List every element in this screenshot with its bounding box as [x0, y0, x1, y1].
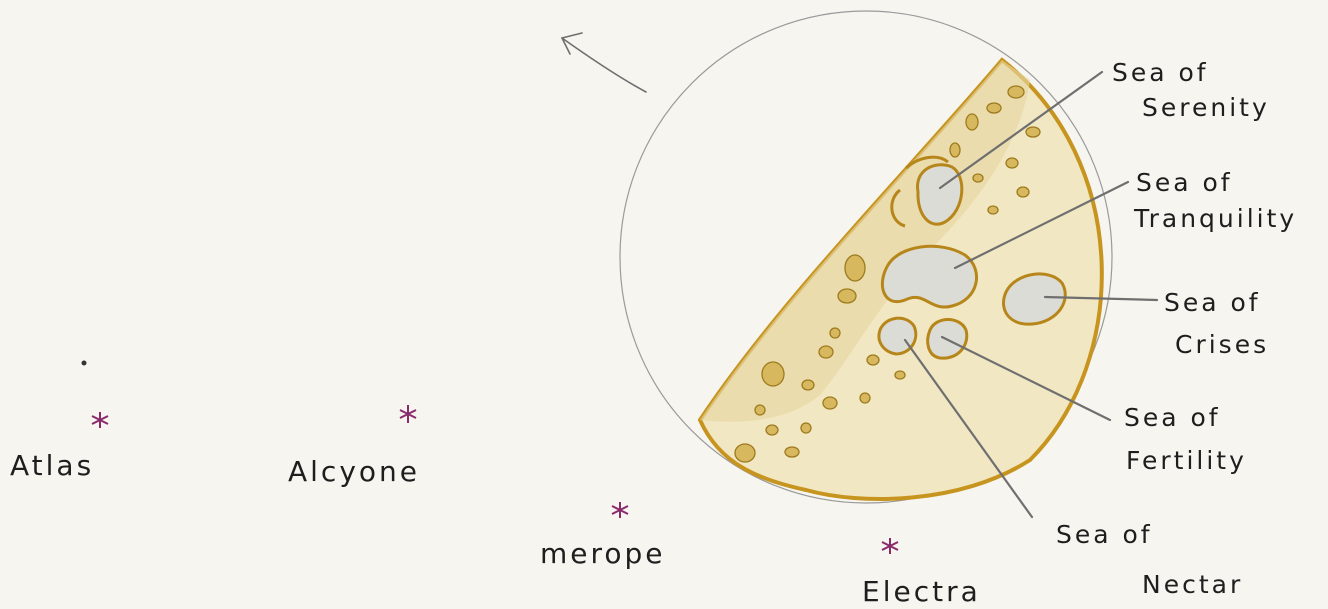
star-label-electra: Electra [862, 578, 981, 606]
star-label-alcyone: Alcyone [288, 458, 420, 486]
mare-label-fertility-line2: Fertility [1126, 448, 1247, 473]
star-icon [612, 502, 628, 518]
mare-label-crises-line2: Crises [1175, 332, 1269, 357]
star-icon [92, 412, 108, 428]
mare-label-nectar-line2: Nectar [1142, 572, 1243, 597]
mare-label-serenity-line2: Serenity [1142, 95, 1270, 120]
mare-label-crises-line1: Sea of [1164, 290, 1261, 315]
star-label-merope: merope [540, 540, 666, 568]
star-icon [882, 538, 898, 554]
mare-tranquility-shape [882, 246, 976, 307]
mare-label-tranquility-line1: Sea of [1136, 170, 1233, 195]
star-icon [400, 405, 416, 423]
mare-label-tranquility-line2: Tranquility [1134, 206, 1297, 231]
star-label-atlas: Atlas [10, 452, 94, 480]
mare-label-nectar-line1: Sea of [1056, 522, 1153, 547]
direction-arrow-icon [562, 33, 646, 92]
mare-label-fertility-line1: Sea of [1124, 405, 1221, 430]
mare-label-serenity-line1: Sea of [1112, 60, 1209, 85]
